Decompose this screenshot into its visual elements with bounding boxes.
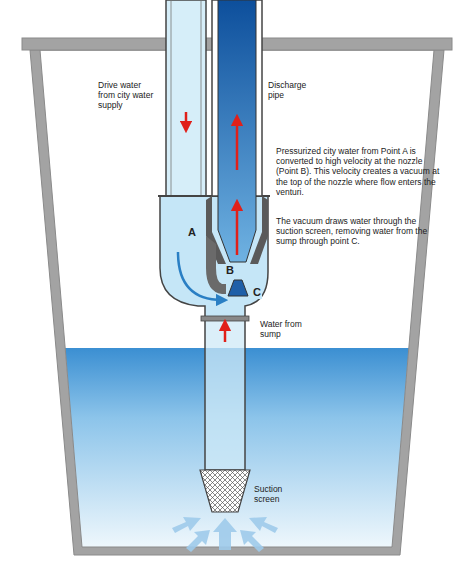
point-letter: A [188, 226, 196, 239]
part-label: Drive water from city water supply [98, 80, 160, 111]
part-label: Water from sump [260, 319, 318, 339]
note: Pressurized city water from Point A is c… [276, 146, 444, 197]
note: The vacuum draws water through the sucti… [276, 216, 444, 247]
part-label: Suction screen [254, 484, 298, 504]
sump-bucket [30, 50, 444, 555]
u-bend-wall [206, 236, 226, 294]
flow-arrow [185, 112, 188, 127]
flow-arrow [236, 205, 239, 255]
point-letter: B [225, 264, 235, 277]
suction-screen [200, 470, 250, 512]
inflow-arrows [172, 517, 278, 552]
point-letter: C [252, 286, 262, 299]
flow-arrow [236, 120, 239, 170]
nozzle [228, 280, 248, 296]
part-label: Discharge pipe [268, 80, 323, 100]
flow-arrow [224, 325, 227, 342]
venturi [218, 0, 256, 262]
drive-pipe [166, 0, 206, 200]
suction-pipe [205, 318, 245, 470]
flow-arrow [178, 252, 222, 300]
